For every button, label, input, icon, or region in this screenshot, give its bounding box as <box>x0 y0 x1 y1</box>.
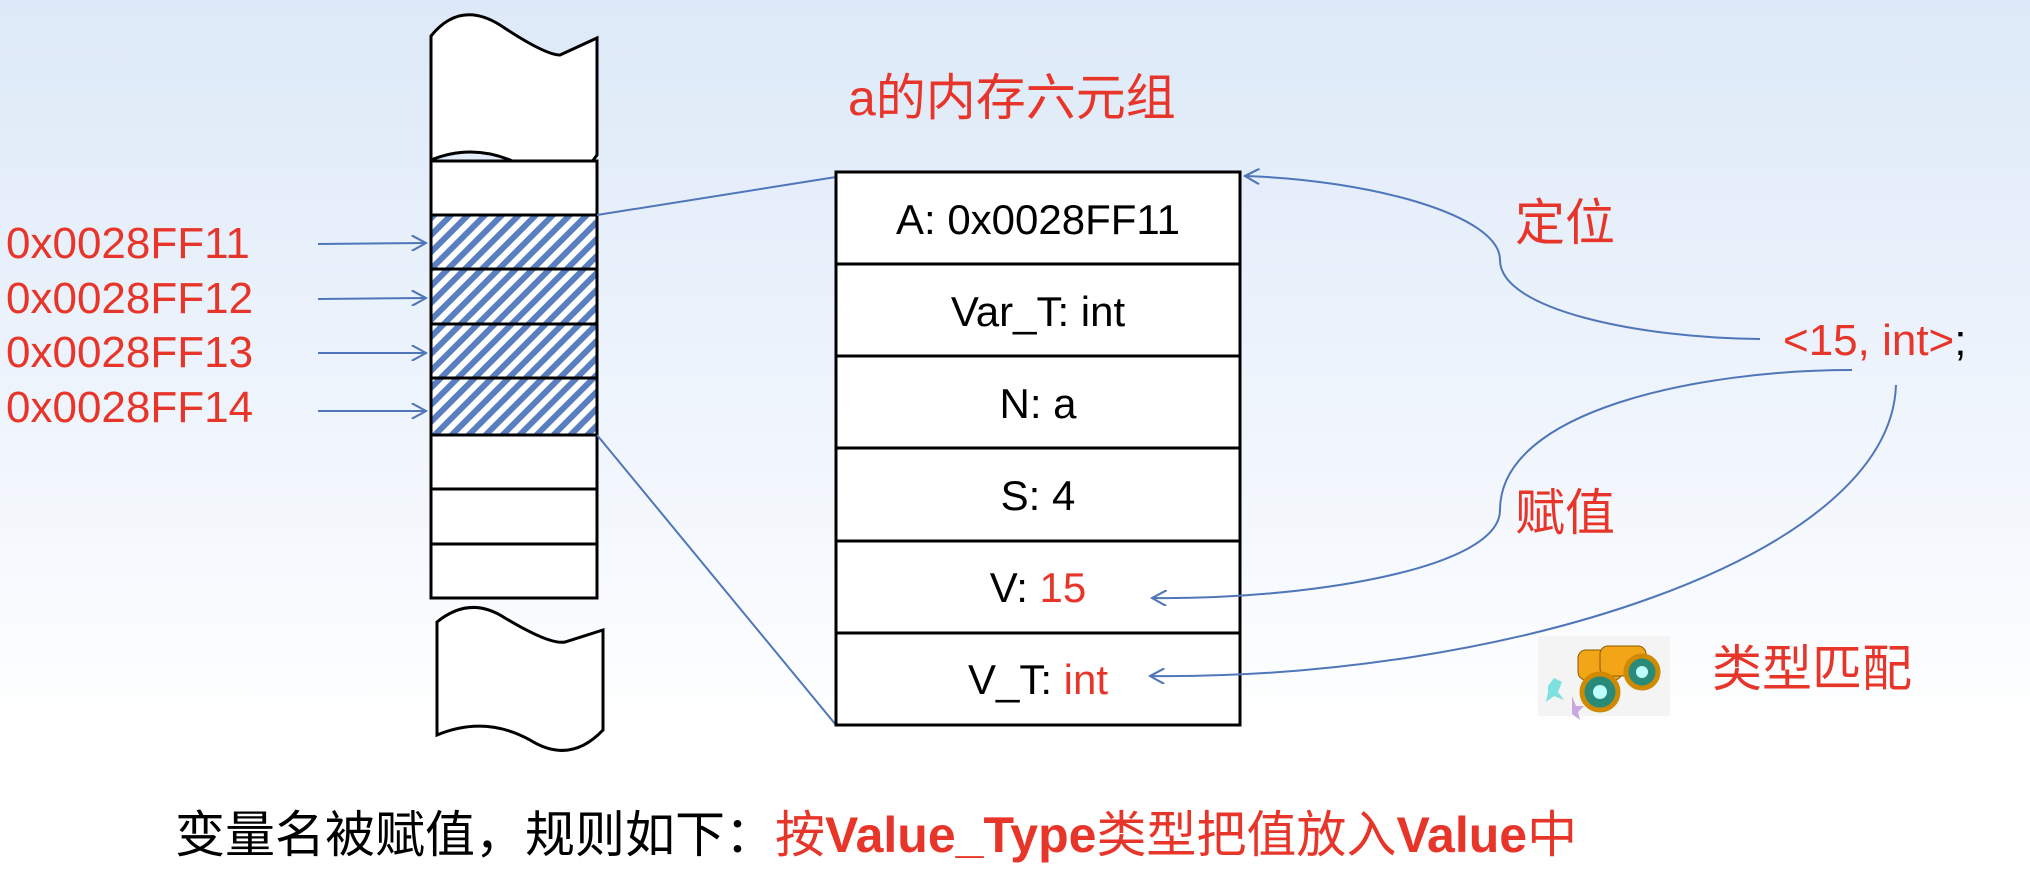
memory-cell-3 <box>429 322 599 380</box>
flow-arrows <box>1150 176 1897 676</box>
tuple-row: Var_T: int <box>951 288 1126 335</box>
tuple-value: int <box>1064 656 1109 703</box>
type-match-arrow <box>1150 384 1897 676</box>
tuple-title: a的内存六元组 <box>848 70 1176 126</box>
tuple-row: N: a <box>999 380 1077 427</box>
tuple-value: a <box>1053 380 1077 427</box>
literal-label: <15, int>; <box>1783 316 1967 365</box>
assign-arrow <box>1152 369 1853 598</box>
tuple-row: V_T: int <box>968 656 1108 703</box>
tuple-key: Var_T: <box>951 288 1081 335</box>
address-label: 0x0028FF11 <box>6 219 250 268</box>
locate-label: 定位 <box>1515 195 1615 251</box>
memory-break-top <box>429 13 599 182</box>
tuple-row: A: 0x0028FF11 <box>896 196 1180 243</box>
memory-cell-2 <box>429 267 599 326</box>
address-label: 0x0028FF14 <box>6 383 253 432</box>
address-arrow <box>317 298 426 299</box>
tuple-value: int <box>1081 288 1126 335</box>
tuple-row: S: 4 <box>1001 472 1076 519</box>
binoculars-icon <box>1538 636 1670 720</box>
tuple-key: V: <box>990 564 1040 611</box>
tuple-value: 15 <box>1040 564 1087 611</box>
tuple-key: A: <box>896 196 947 243</box>
tuple-value: 0x0028FF11 <box>947 196 1180 243</box>
address-labels: 0x0028FF11 0x0028FF12 0x0028FF13 0x0028F… <box>6 219 426 432</box>
tuple-key: V_T: <box>968 656 1064 703</box>
address-arrow <box>317 243 426 244</box>
assign-label: 赋值 <box>1515 485 1615 541</box>
tuple-key: N: <box>999 380 1053 427</box>
tuple-key: S: <box>1001 472 1052 519</box>
tuple-value: 4 <box>1052 472 1075 519</box>
locate-arrow <box>1245 176 1761 340</box>
memory-cell-4 <box>429 376 599 437</box>
footer-rule: 变量名被赋值，规则如下：按Value_Type类型把值放入Value中 <box>175 807 1577 863</box>
connector-lines <box>596 176 837 726</box>
tuple-row: V: 15 <box>990 564 1087 611</box>
type-match-label: 类型匹配 <box>1712 641 1912 697</box>
address-label: 0x0028FF13 <box>6 328 253 377</box>
memory-cell-1 <box>429 213 599 271</box>
address-label: 0x0028FF12 <box>6 274 253 323</box>
memory-column <box>429 13 605 752</box>
